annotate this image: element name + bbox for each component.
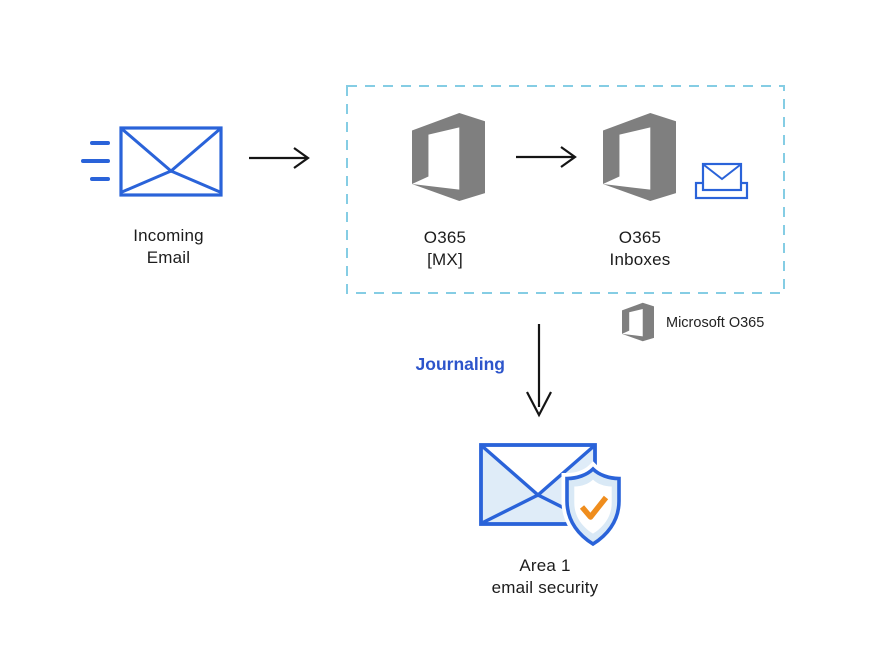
office365-logo-small: [622, 302, 654, 342]
o365-inboxes-label-line2: Inboxes: [609, 250, 671, 269]
incoming-email-label-line1: Incoming: [133, 226, 204, 245]
area1-label-line2: email security: [491, 578, 599, 597]
shield-icon: [561, 461, 625, 551]
envelope-icon: [119, 126, 223, 197]
legend-label: Microsoft O365: [666, 315, 765, 331]
inbox-icon: [694, 162, 749, 200]
speed-line: [90, 177, 110, 181]
incoming-email-label: Incoming Email: [96, 225, 241, 269]
o365-inboxes-label: O365 Inboxes: [578, 227, 702, 271]
o365-mx-label-line2: [MX]: [427, 250, 463, 269]
o365-inboxes-label-line1: O365: [618, 228, 662, 247]
area1-label-line1: Area 1: [519, 556, 571, 575]
area1-label: Area 1 email security: [465, 555, 625, 599]
speed-line: [81, 159, 110, 163]
o365-mx-label: O365 [MX]: [383, 227, 507, 271]
arrow-down-icon: [526, 324, 552, 418]
o365-boundary-box: [346, 85, 785, 294]
checkmark-icon: [579, 495, 609, 520]
speed-line: [90, 141, 110, 145]
office365-logo: [603, 113, 676, 201]
email-security-shield-icon: [479, 443, 625, 551]
arrow-right-icon: [516, 146, 577, 168]
journaling-label: Journaling: [415, 354, 505, 374]
o365-mx-label-line1: O365: [423, 228, 467, 247]
incoming-email-label-line2: Email: [146, 248, 191, 267]
office365-logo: [412, 113, 485, 201]
arrow-right-icon: [249, 147, 310, 169]
